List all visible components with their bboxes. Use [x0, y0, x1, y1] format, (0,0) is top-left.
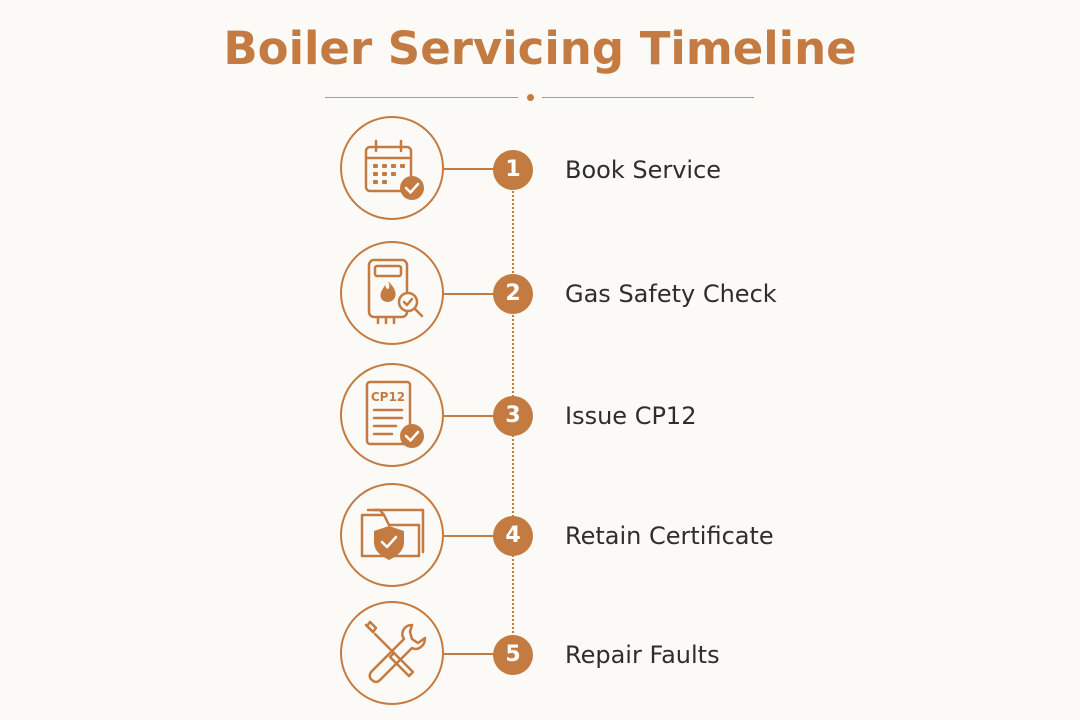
step-1-icon-circle — [340, 116, 444, 220]
step-3-badge: 3 — [493, 396, 533, 436]
title-divider-right — [542, 97, 754, 98]
cp12-certificate-icon: CP12 — [365, 380, 424, 448]
page-title: Boiler Servicing Timeline — [223, 22, 857, 75]
step-4-connector — [444, 535, 494, 537]
boiler-inspection-icon — [367, 258, 424, 325]
cp12-icon-text: CP12 — [371, 390, 405, 404]
folder-shield-icon — [360, 508, 425, 560]
title-divider-dot — [527, 94, 534, 101]
step-1-connector — [444, 168, 494, 170]
step-5-badge: 5 — [493, 635, 533, 675]
step-5-connector — [444, 653, 494, 655]
step-1-label: Book Service — [565, 156, 722, 184]
step-2-label: Gas Safety Check — [565, 280, 777, 308]
step-3-icon-circle: CP12 — [340, 363, 444, 467]
step-1-badge: 1 — [493, 150, 533, 190]
step-2-connector — [444, 293, 494, 295]
step-4-icon-circle — [340, 483, 444, 587]
step-3-label: Issue CP12 — [565, 402, 697, 430]
title-divider-left — [325, 97, 518, 98]
step-5-label: Repair Faults — [565, 641, 720, 669]
tools-icon — [364, 620, 427, 684]
step-3-connector — [444, 415, 494, 417]
step-2-icon-circle — [340, 241, 444, 345]
step-4-label: Retain Certificate — [565, 522, 774, 550]
calendar-check-icon — [364, 139, 424, 200]
step-4-badge: 4 — [493, 516, 533, 556]
step-2-badge: 2 — [493, 274, 533, 314]
step-5-icon-circle — [340, 601, 444, 705]
